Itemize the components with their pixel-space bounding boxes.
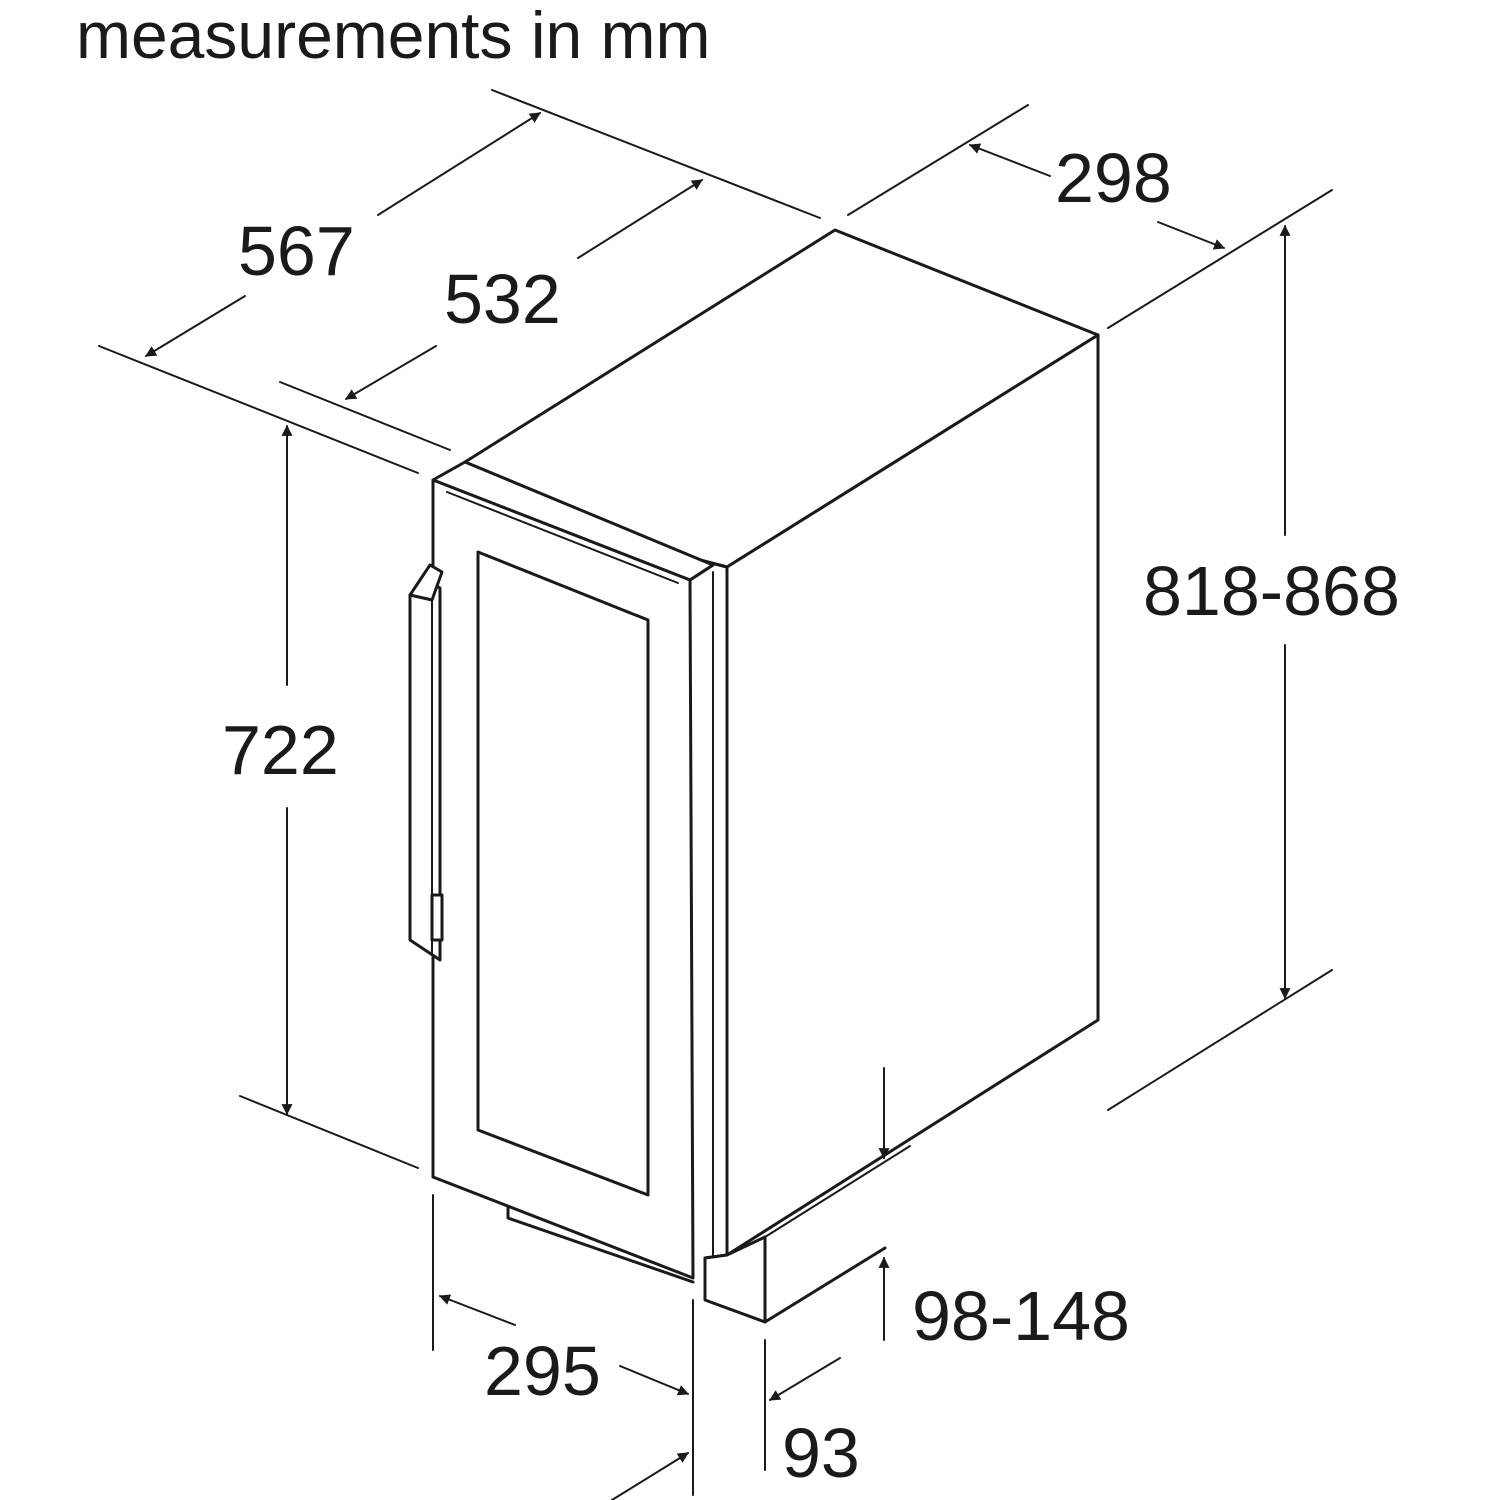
door-glass-panel [476, 550, 650, 1197]
dim-plinth-height: 98-148 [878, 1067, 1130, 1355]
dim-plinth-height-label: 98-148 [912, 1277, 1130, 1355]
plinth-top-line [764, 1145, 911, 1238]
dim-width-side-label: 298 [1055, 139, 1172, 217]
dim-height-total-label: 818-868 [1143, 552, 1400, 630]
door-inner-frame [446, 491, 679, 584]
dim-depth-overall: 567 [98, 89, 821, 474]
dim-height-door: 722 [222, 424, 419, 1169]
door-handle-icon [408, 563, 444, 962]
plinth [506, 1145, 911, 1324]
dim-height-total: 818-868 [1107, 224, 1400, 1111]
dim-plinth-recess-label: 93 [782, 1414, 860, 1492]
dim-depth-overall-label: 567 [238, 212, 355, 290]
dim-depth-body: 532 [279, 179, 703, 451]
door-side-edge [688, 563, 715, 582]
dim-door-width: 295 [432, 1194, 694, 1496]
plinth-bottom-edge [763, 1246, 887, 1324]
cabinet-body [463, 228, 1100, 1260]
dim-depth-body-label: 532 [444, 260, 561, 338]
dim-door-width-label: 295 [484, 1332, 601, 1410]
dim-plinth-recess: 93 [611, 1339, 860, 1500]
dim-width-side: 298 [847, 104, 1333, 329]
diagram-title: measurements in mm [76, 0, 711, 72]
glass-door [431, 460, 715, 1280]
dim-height-door-label: 722 [222, 711, 339, 789]
plinth-face [703, 1235, 767, 1324]
